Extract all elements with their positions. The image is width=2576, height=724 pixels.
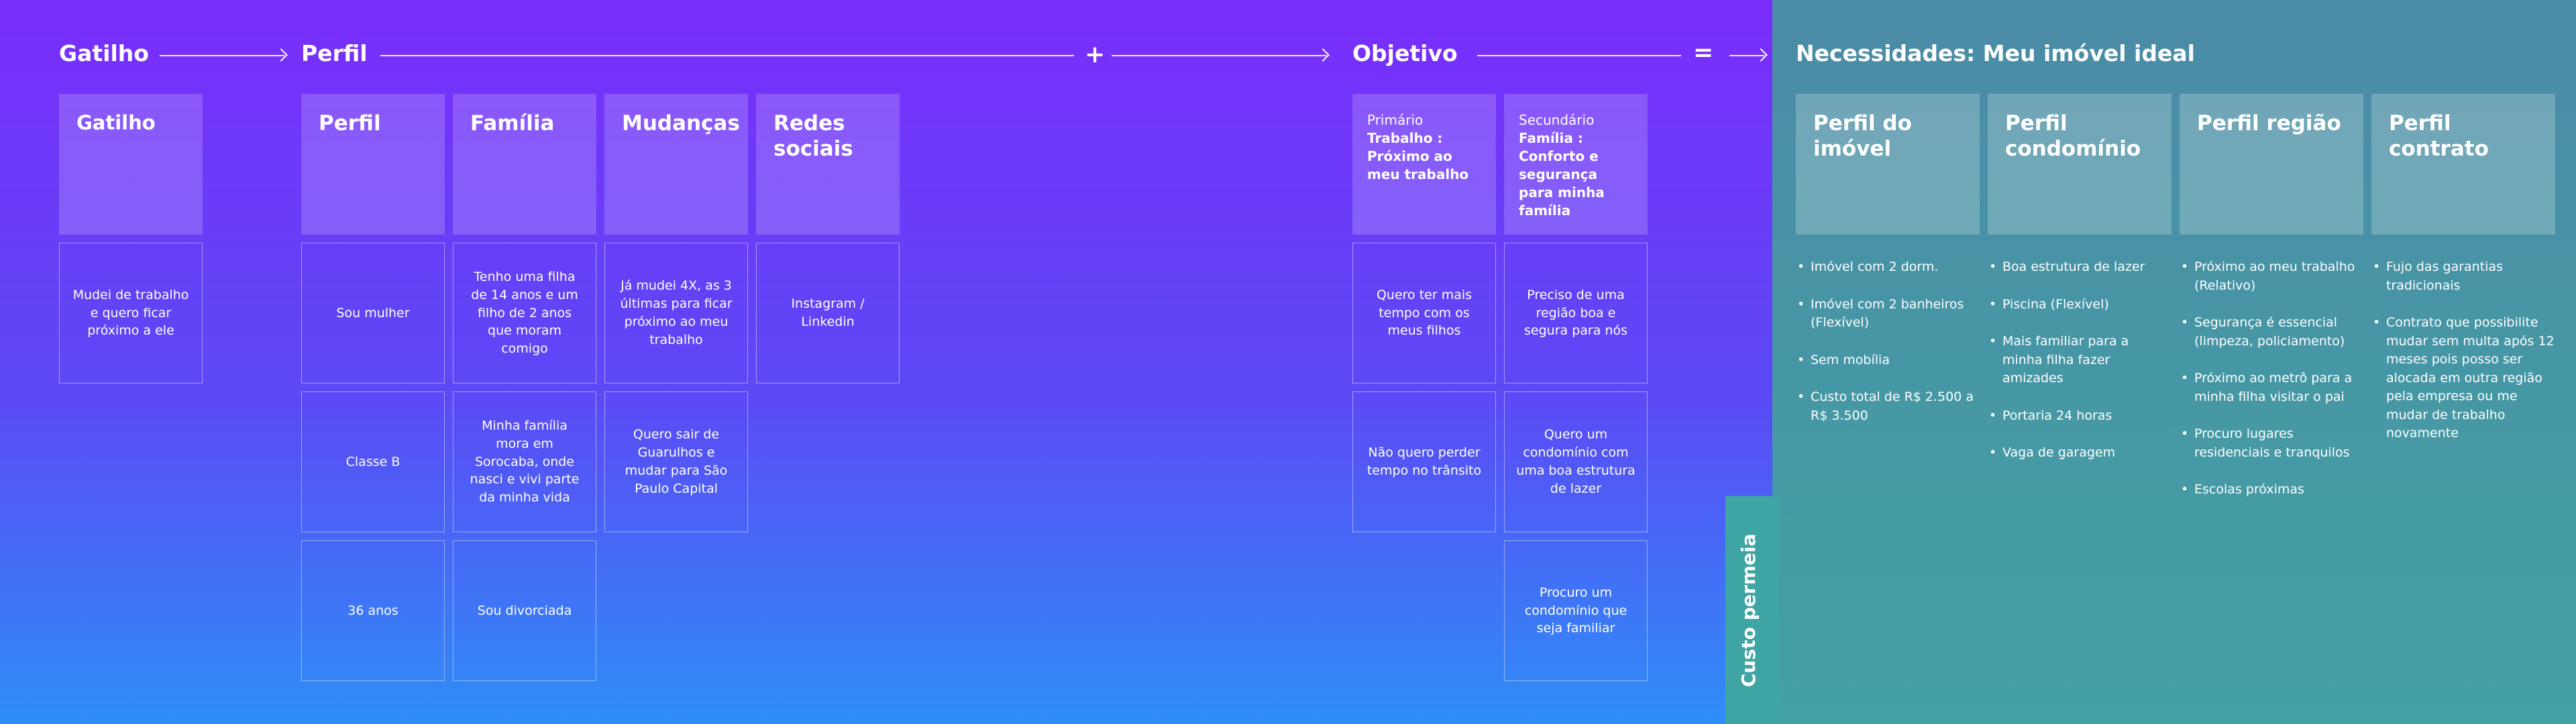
line-perfil [380, 55, 1074, 56]
objetivo-primario-tag: Primário [1367, 112, 1424, 128]
card-objetivo-secundario-3: Procuro um condomínio que seja familiar [1504, 540, 1648, 681]
custo-permeia-label: Custo permeia [1737, 533, 1760, 687]
equals-operator: = [1693, 39, 1714, 66]
list-item: Vaga de garagem [1988, 444, 2171, 463]
objetivo-secundario-title: Família : Conforto e segurança para minh… [1519, 130, 1605, 219]
note-perfil-regiao: Perfil região [2180, 94, 2363, 235]
list-perfil-contrato: Fujo das garantias tradicionais Contrato… [2371, 258, 2555, 462]
heading-perfil: Perfil [301, 40, 368, 66]
list-item: Imóvel com 2 banheiros (Flexível) [1796, 296, 1980, 333]
heading-necessidades: Necessidades: Meu imóvel ideal [1796, 40, 2195, 66]
note-perfil-contrato: Perfil contrato [2371, 94, 2555, 235]
list-perfil-condominio: Boa estrutura de lazer Piscina (Flexível… [1988, 258, 2171, 481]
list-item: Próximo ao metrô para a minha filha visi… [2180, 369, 2363, 406]
note-gatilho: Gatilho [59, 94, 203, 235]
note-mudancas: Mudanças [604, 94, 748, 235]
list-item: Próximo ao meu trabalho (Relativo) [2180, 258, 2363, 295]
card-familia-1: Tenho uma filha de 14 anos e um filho de… [453, 243, 596, 383]
heading-objetivo: Objetivo [1352, 40, 1458, 66]
heading-gatilho: Gatilho [59, 40, 149, 66]
list-perfil-imovel: Imóvel com 2 dorm. Imóvel com 2 banheiro… [1796, 258, 1980, 444]
list-item: Escolas próximas [2180, 481, 2363, 499]
objetivo-primario-title: Trabalho : Próximo ao meu trabalho [1367, 130, 1469, 182]
list-perfil-regiao: Próximo ao meu trabalho (Relativo) Segur… [2180, 258, 2363, 518]
note-perfil: Perfil [301, 94, 445, 235]
custo-tab [1725, 496, 1779, 724]
card-objetivo-secundario-1: Preciso de uma região boa e segura para … [1504, 243, 1648, 383]
plus-operator: + [1085, 41, 1106, 68]
note-perfil-imovel: Perfil do imóvel [1796, 94, 1980, 235]
list-item: Portaria 24 horas [1988, 407, 2171, 426]
list-item: Contrato que possibilite mudar sem multa… [2371, 314, 2555, 443]
arrow-to-necessidades [1729, 55, 1764, 56]
note-objetivo-primario: Primário Trabalho : Próximo ao meu traba… [1352, 94, 1496, 235]
list-item: Piscina (Flexível) [1988, 296, 2171, 314]
card-gatilho: Mudei de trabalho e quero ficar próximo … [59, 243, 203, 383]
card-perfil-1: Sou mulher [301, 243, 445, 383]
card-mudancas-2: Quero sair de Guarulhos e mudar para São… [604, 391, 748, 532]
line-objetivo [1477, 55, 1681, 56]
note-familia: Família [453, 94, 596, 235]
list-item: Fujo das garantias tradicionais [2371, 258, 2555, 295]
card-familia-2: Minha família mora em Sorocaba, onde nas… [453, 391, 596, 532]
card-perfil-3: 36 anos [301, 540, 445, 681]
card-objetivo-secundario-2: Quero um condomínio com uma boa estrutur… [1504, 391, 1648, 532]
card-familia-3: Sou divorciada [453, 540, 596, 681]
arrow-to-objetivo [1112, 55, 1326, 56]
list-item: Boa estrutura de lazer [1988, 258, 2171, 277]
list-item: Imóvel com 2 dorm. [1796, 258, 1980, 277]
card-mudancas-1: Já mudei 4X, as 3 últimas para ficar pró… [604, 243, 748, 383]
list-item: Sem mobília [1796, 351, 1980, 370]
list-item: Procuro lugares residenciais e tranquilo… [2180, 425, 2363, 462]
card-objetivo-primario-1: Quero ter mais tempo com os meus filhos [1352, 243, 1496, 383]
objetivo-secundario-tag: Secundário [1519, 112, 1595, 128]
arrow-gatilho-perfil [160, 55, 284, 56]
card-redes-1: Instagram / Linkedin [756, 243, 900, 383]
list-item: Custo total de R$ 2.500 a R$ 3.500 [1796, 388, 1980, 425]
note-objetivo-secundario: Secundário Família : Conforto e seguranç… [1504, 94, 1648, 235]
card-perfil-2: Classe B [301, 391, 445, 532]
list-item: Mais familiar para a minha filha fazer a… [1988, 333, 2171, 388]
note-perfil-condominio: Perfil condomínio [1988, 94, 2171, 235]
card-objetivo-primario-2: Não quero perder tempo no trânsito [1352, 391, 1496, 532]
list-item: Segurança é essencial (limpeza, policiam… [2180, 314, 2363, 351]
note-redes-sociais: Redes sociais [756, 94, 900, 235]
